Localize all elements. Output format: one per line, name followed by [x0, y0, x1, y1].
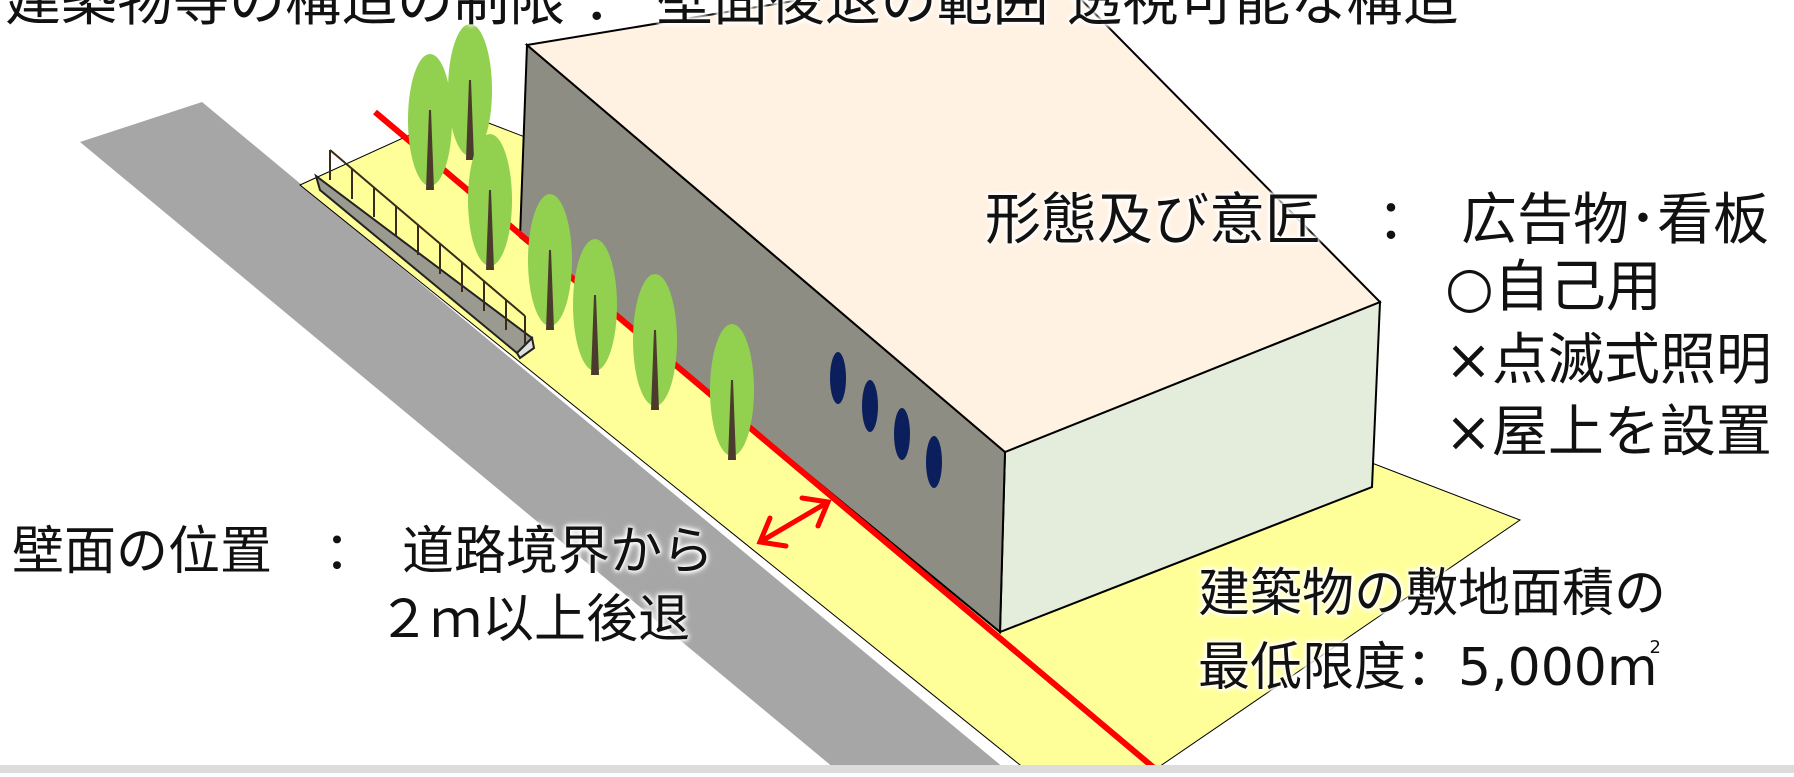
wall-position-label: 壁面の位置 ： 道路境界から: [12, 522, 715, 582]
window: [862, 380, 878, 432]
fence: [314, 149, 536, 360]
min-area-value: 最低限度：5,000m2: [1198, 639, 1661, 695]
wall-position-setback: ２ｍ以上後退: [378, 590, 691, 650]
square-meter-superscript: 2: [1649, 637, 1661, 658]
min-area-value-text: 最低限度：5,000m: [1198, 638, 1658, 698]
tree-icon: [528, 194, 572, 330]
tree-icon: [408, 54, 452, 190]
tree-icon: [468, 134, 512, 270]
bottom-strip: [0, 765, 1794, 773]
form-design-item-flashing: ×点滅式照明: [1445, 328, 1772, 393]
window: [830, 352, 846, 404]
setback-distance-arrow: [756, 495, 832, 549]
window: [926, 436, 942, 488]
street-trees: [408, 24, 754, 460]
building-roof: [524, 0, 1382, 454]
tree-icon: [710, 324, 754, 460]
form-design-label: 形態及び意匠 ： 広告物･看板: [985, 188, 1769, 253]
tree-icon: [448, 24, 492, 160]
min-area-label: 建築物の敷地面積の: [1198, 564, 1667, 624]
top-heading: 建築物等の構造の制限 ： 壁面後退の範囲 透視可能な構造: [5, 0, 1459, 34]
form-design-item-own-use: ○自己用: [1445, 255, 1662, 320]
form-design-item-rooftop: ×屋上を設置: [1445, 400, 1772, 465]
building-windows: [830, 352, 942, 488]
tree-icon: [633, 274, 677, 410]
road: [80, 102, 1010, 773]
window: [894, 408, 910, 460]
tree-icon: [573, 239, 617, 375]
